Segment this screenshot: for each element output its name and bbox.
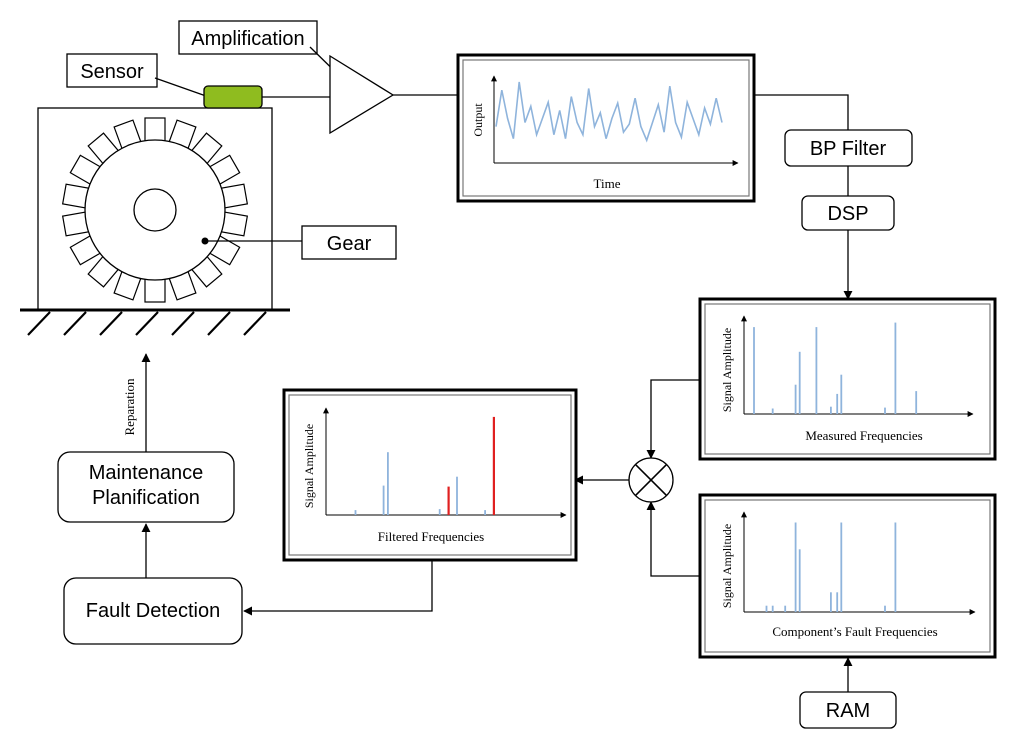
measured-bar [884, 407, 886, 414]
multiplier-icon [628, 457, 674, 503]
gear-tooth [144, 117, 166, 143]
ground-hatching [27, 311, 267, 336]
time-xlabel: Time [594, 176, 621, 191]
time-ylabel: Output [471, 103, 485, 137]
measured-bar [894, 322, 897, 414]
filtered-bar [354, 510, 357, 515]
filtered-panel-inner [288, 394, 572, 556]
ram-label: RAM [826, 700, 870, 722]
fault-bar [771, 605, 774, 612]
filtered-bar [382, 485, 385, 515]
sensor-pointer-line [154, 77, 207, 97]
filtered-bar [387, 452, 389, 515]
measured-xlabel: Measured Frequencies [805, 428, 922, 443]
measured-bar [840, 374, 843, 414]
measured-bar [815, 327, 818, 414]
sensor-icon [203, 85, 263, 109]
fault-to-mixer-arrow [646, 501, 700, 577]
fault-bar [784, 605, 787, 612]
measured-bar [798, 351, 801, 414]
gear-housing [20, 107, 302, 336]
gear-hub [133, 188, 177, 232]
filtered-xlabel: Filtered Frequencies [378, 529, 485, 544]
sensor-label-box [66, 53, 158, 88]
fault-panel-inner [704, 499, 991, 653]
filtered-bar [492, 416, 495, 515]
measured-panel-inner [704, 303, 991, 455]
fault-bar [884, 605, 886, 612]
dsp-label: DSP [827, 203, 868, 225]
measured-bar [753, 327, 755, 414]
gear-icon [61, 117, 249, 303]
fault-bar [840, 522, 843, 612]
filtered-frequencies-panel: Filtered Frequencies Signal Amplitude [282, 388, 578, 562]
filtered-to-fault-detection-arrow [243, 560, 433, 616]
filtered-bar [438, 509, 441, 515]
fault-frequencies-panel: Component’s Fault Frequencies Signal Amp… [698, 493, 997, 659]
time-signal-panel: Time Output [456, 53, 756, 203]
measured-bar [771, 408, 774, 414]
amplifier-icon [329, 54, 395, 135]
measured-frequencies-panel: Measured Frequencies Signal Amplitude [698, 297, 997, 461]
measured-bar [830, 406, 832, 414]
filtered-bar [484, 510, 486, 515]
measured-ylabel: Signal Amplitude [720, 328, 734, 412]
fault-xlabel: Component’s Fault Frequencies [772, 624, 937, 639]
filtered-bar [447, 486, 450, 515]
scope-to-bpfilter-wire [754, 94, 849, 130]
amplification-label-box [178, 20, 318, 55]
measured-bar [836, 393, 839, 414]
fault-bar [894, 522, 897, 612]
measured-to-mixer-arrow [646, 379, 700, 459]
gear-tooth [144, 277, 166, 303]
fault-bar [830, 592, 832, 612]
fault-bar [836, 592, 839, 612]
fault-bar [798, 549, 801, 612]
time-signal-line [495, 81, 723, 143]
reparation-label: Reparation [122, 378, 137, 436]
fault-ylabel: Signal Amplitude [720, 524, 734, 608]
fault-detection-label: Fault Detection [86, 600, 221, 622]
measured-bar [915, 391, 918, 414]
gear-label: Gear [327, 233, 372, 255]
sensor-label: Sensor [80, 61, 144, 83]
maintenance-label-line2: Planification [92, 487, 200, 509]
filtered-ylabel: Signal Amplitude [302, 424, 316, 508]
filtered-bar [456, 476, 458, 515]
amplification-label: Amplification [191, 28, 304, 50]
maintenance-label-line1: Maintenance [89, 462, 204, 484]
fault-detection-box [63, 577, 243, 645]
bp-filter-label: BP Filter [810, 138, 887, 160]
gear-label-box [301, 225, 397, 260]
measured-bar [794, 384, 797, 414]
fault-bar [794, 522, 797, 612]
fault-bar [765, 605, 768, 612]
